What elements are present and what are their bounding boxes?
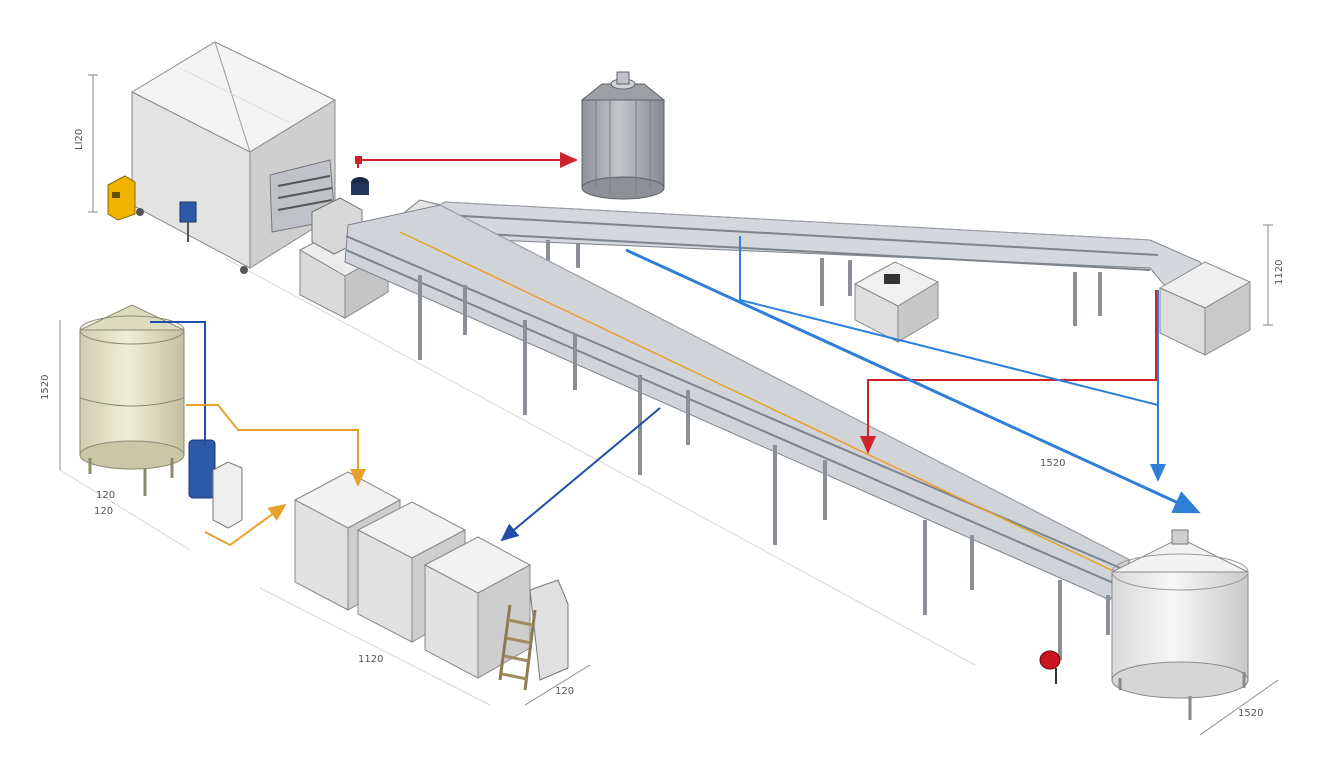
receiving-tank-icon	[1111, 529, 1249, 720]
dimension-label-platform: 120	[555, 686, 574, 697]
orange-flow-return	[204, 503, 287, 547]
blue-flow-mid	[739, 236, 1159, 406]
dark-blue-flow	[500, 407, 661, 542]
orange-flow-silo	[186, 404, 366, 487]
dimension-label-silo-base-b: 120	[94, 506, 113, 517]
control-cabinet-icon	[107, 175, 136, 221]
control-cabinet-icon	[188, 439, 216, 499]
flow-lines	[150, 152, 1201, 547]
dimension-label-silo-base-a: 120	[96, 490, 115, 501]
dimension-label-storage-row: 1120	[358, 654, 383, 665]
red-flow-right	[860, 290, 1157, 454]
valve-icon	[1039, 650, 1061, 684]
overhead-tank-icon	[580, 71, 666, 200]
dimension-label-right-bin: 1120	[1274, 260, 1285, 285]
valve-icon	[853, 261, 940, 343]
dimension-label-hopper: LI20	[74, 129, 85, 150]
access-ladder-icon	[498, 579, 569, 691]
dimension-label-receiving-tank: 1520	[1238, 708, 1263, 719]
storage-bin-icon	[1158, 261, 1252, 356]
red-flow-top	[357, 152, 578, 168]
storage-bin-icon	[423, 536, 532, 679]
dimension-lines	[59, 74, 1279, 736]
silo-icon	[79, 304, 185, 496]
dimension-label-silo: 1520	[40, 375, 51, 400]
main-conveyor	[344, 204, 1131, 660]
hopper-icon	[130, 41, 337, 274]
control-cabinet-icon	[212, 461, 243, 529]
blue-flow-long	[625, 248, 1201, 514]
floor-guides	[59, 257, 976, 706]
dimension-label-conveyor: 1520	[1040, 458, 1065, 469]
control-cabinet-icon	[179, 201, 197, 242]
